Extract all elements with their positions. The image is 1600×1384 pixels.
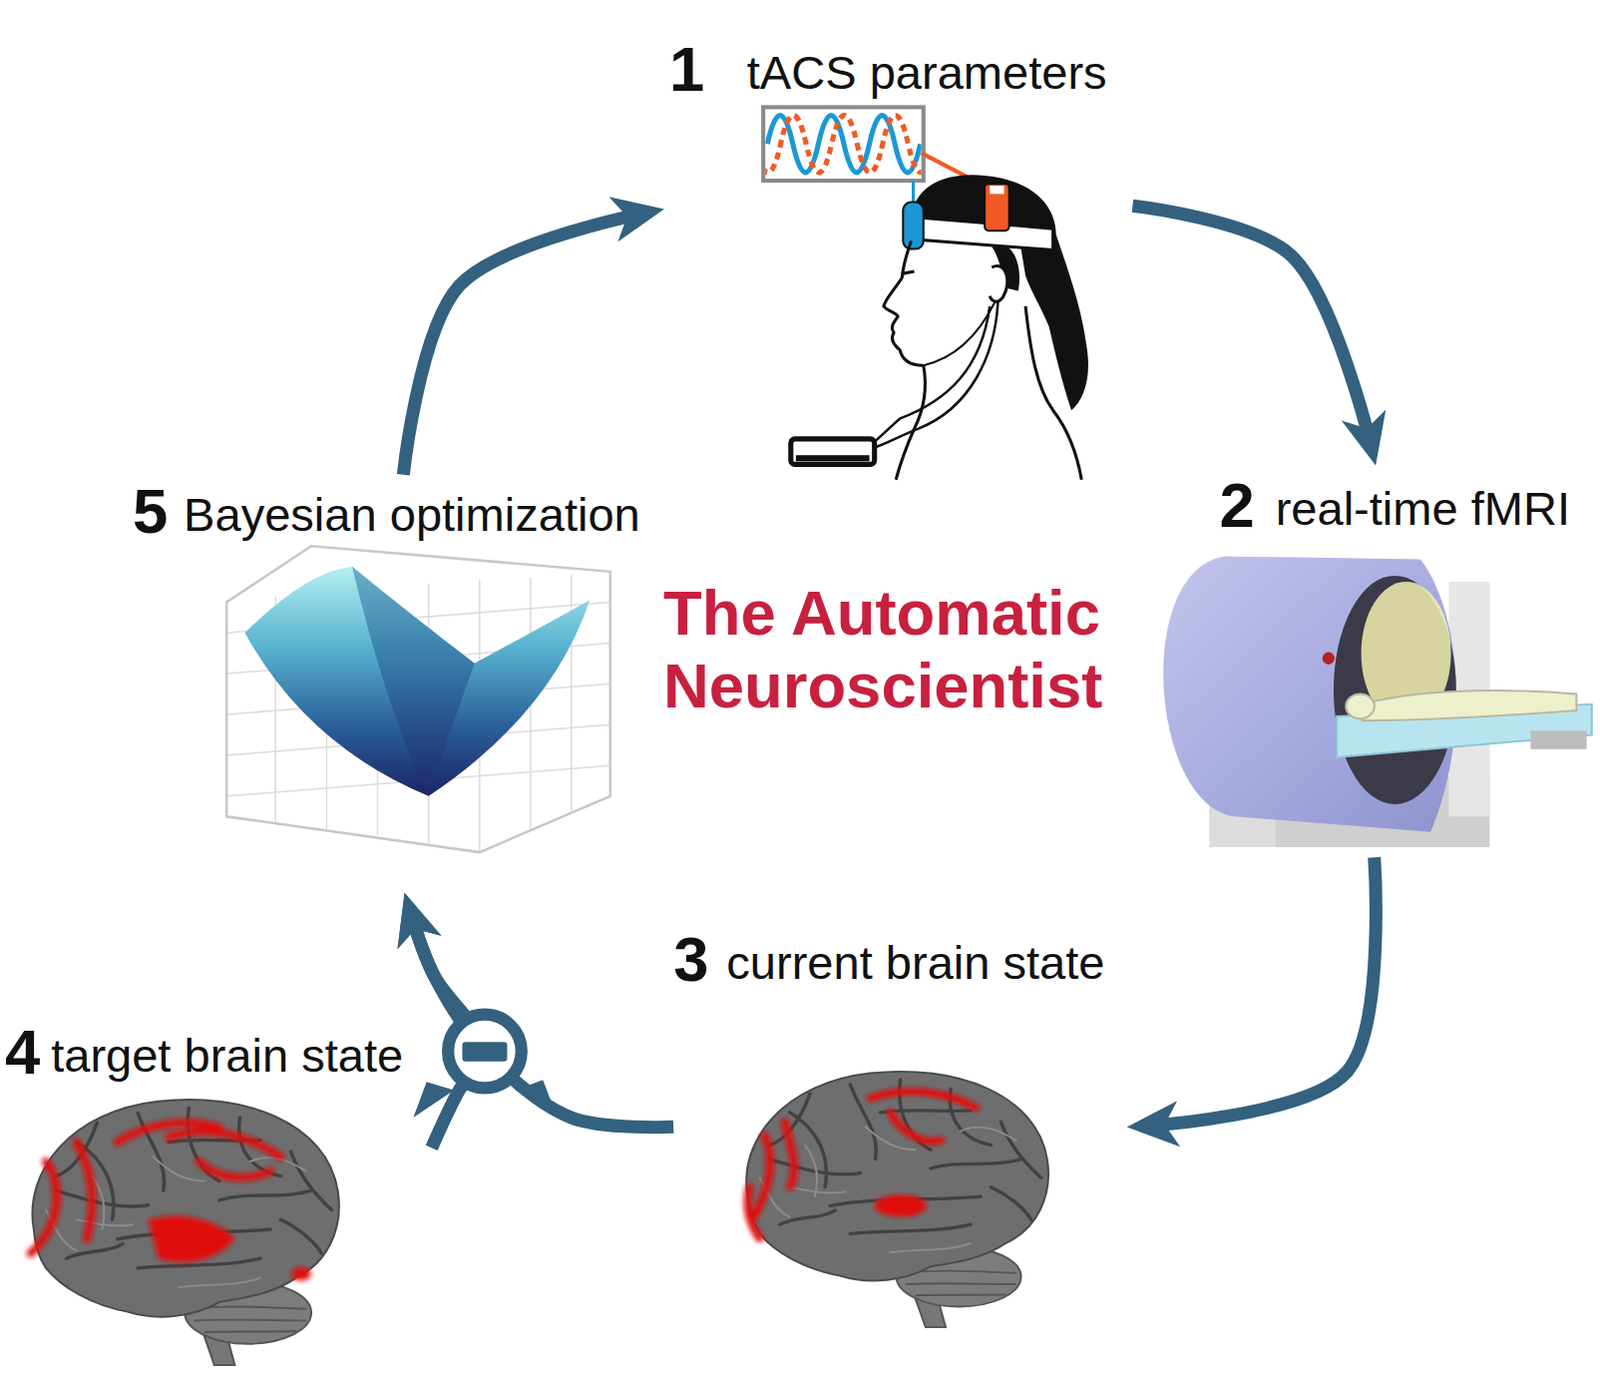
step-number: 5	[132, 476, 168, 547]
step-number: 4	[4, 1017, 40, 1088]
target-brain-map-part-part	[168, 1131, 282, 1157]
bowl-surface-plot-part	[245, 566, 591, 797]
mri-scanner-illustration-part	[1362, 690, 1578, 721]
target-brain-map-part-part	[76, 1142, 93, 1239]
flow-arrow	[402, 213, 645, 475]
tacs-head-illustration-part	[910, 174, 1088, 410]
target-brain-map-part-part	[291, 1266, 312, 1281]
tacs-head-illustration-part	[989, 266, 1008, 303]
bowl-surface-plot-part	[352, 566, 475, 797]
tacs-head-illustration-part	[902, 271, 914, 274]
current-brain-map-part	[746, 1071, 1049, 1327]
mri-scanner-illustration	[1163, 555, 1593, 847]
current-brain-map-part-part	[755, 1135, 771, 1215]
step-label: Bayesian optimization	[183, 488, 641, 541]
tacs-head-illustration-part	[1025, 306, 1082, 480]
step-group: 2 real-time fMRI	[1141, 463, 1591, 857]
step-label: real-time fMRI	[1275, 482, 1571, 535]
difference-junction-symbol	[412, 1014, 556, 1118]
bowl-surface-plot-part	[226, 545, 611, 852]
tacs-head-illustration-part-part	[765, 115, 921, 173]
mri-scanner-illustration-part	[1345, 694, 1375, 720]
target-brain-map	[30, 1099, 340, 1365]
current-brain-map-part-part	[748, 1187, 761, 1238]
tacs-head-illustration-part-part	[767, 115, 920, 173]
tacs-head-illustration-part	[895, 365, 925, 480]
flow-arrow	[1147, 856, 1377, 1126]
tacs-head-illustration-part	[902, 202, 923, 250]
diagram-title: The Automatic Neuroscientist	[663, 576, 1144, 723]
step-label: target brain state	[50, 1029, 403, 1082]
flow-arrow	[1132, 205, 1371, 446]
step-label: tACS parameters	[747, 46, 1108, 99]
step-group: 4target brain state	[2, 1015, 432, 1373]
difference-junction-symbol-part	[412, 1081, 454, 1118]
mri-scanner-illustration-part	[1530, 730, 1587, 749]
tacs-head-illustration	[755, 106, 1089, 479]
step-number: 3	[673, 924, 709, 995]
tacs-head-illustration-part	[883, 240, 924, 366]
step-number: 2	[1218, 470, 1254, 541]
tacs-head-illustration-part	[875, 302, 999, 447]
tacs-head-illustration-part	[765, 115, 921, 173]
step-label: current brain state	[726, 936, 1105, 989]
current-brain-map-part-part	[874, 1194, 927, 1216]
target-brain-map-part	[30, 1122, 312, 1280]
step-group: 5 Bayesian optimization	[127, 474, 669, 893]
tacs-head-illustration-part	[905, 216, 1053, 251]
step-group: 1 tACS parameters	[663, 30, 1134, 480]
bowl-surface-plot	[226, 545, 611, 852]
mri-scanner-illustration-part	[1333, 575, 1457, 804]
target-brain-map-part-part	[147, 1215, 235, 1262]
target-brain-map-part-part	[199, 1161, 272, 1178]
current-brain-map-part-part	[785, 1121, 795, 1188]
target-brain-map-part-part	[30, 1161, 57, 1253]
tacs-head-illustration-part	[796, 454, 870, 461]
difference-junction-symbol-part	[447, 1014, 522, 1089]
tacs-head-illustration-part	[875, 306, 991, 441]
tacs-head-illustration-part	[989, 185, 1004, 194]
current-brain-map	[746, 1071, 1049, 1327]
step-number: 1	[669, 34, 705, 105]
tacs-head-illustration-part	[984, 183, 1010, 231]
mri-scanner-illustration-part	[1322, 652, 1335, 665]
difference-junction-symbol-part	[461, 1041, 507, 1061]
step-group: 3 current brain state	[673, 918, 1128, 1327]
current-brain-map-part-part	[869, 1091, 976, 1108]
target-brain-map-part	[31, 1099, 339, 1365]
current-brain-map-part-part	[890, 1112, 941, 1142]
difference-junction-symbol-part	[515, 1079, 557, 1115]
current-brain-map-part	[748, 1091, 977, 1238]
tacs-head-illustration-part	[791, 438, 875, 465]
